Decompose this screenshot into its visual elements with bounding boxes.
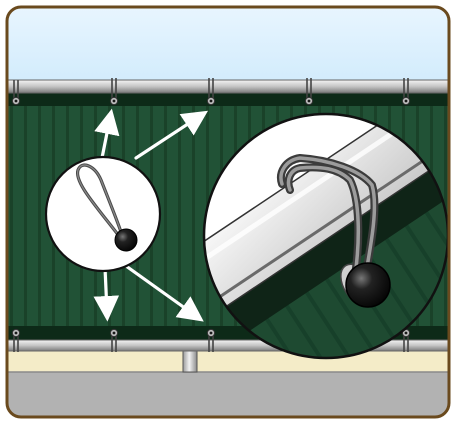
ball-bungee-icon [75, 163, 138, 252]
ground-gray [7, 372, 449, 417]
grommet-top-3 [206, 78, 216, 106]
top-rail [7, 79, 449, 94]
direction-arrows [93, 108, 209, 322]
arrow-down-right [124, 264, 204, 322]
arrow-up-right [134, 110, 209, 160]
bottom-rail [7, 339, 449, 352]
grommet-top-4 [304, 78, 314, 106]
grommet-top-2 [109, 78, 119, 106]
magnified-bungee-cord [277, 154, 379, 282]
grommet-top-1 [11, 80, 21, 106]
magnified-screen [204, 186, 448, 358]
grommet-top-5 [401, 78, 411, 106]
grommet-bottom-2 [109, 328, 119, 352]
illustration-frame [5, 5, 451, 419]
magnified-ball [345, 262, 391, 308]
arrow-up-left [94, 108, 120, 160]
arrow-down-left [93, 266, 120, 322]
grommet-bottom-3 [206, 328, 216, 352]
top-grommets [11, 78, 411, 106]
grommet-bottom-1 [11, 328, 21, 352]
screen-top-hem [7, 92, 449, 106]
bungee-detail-callout [44, 155, 162, 273]
